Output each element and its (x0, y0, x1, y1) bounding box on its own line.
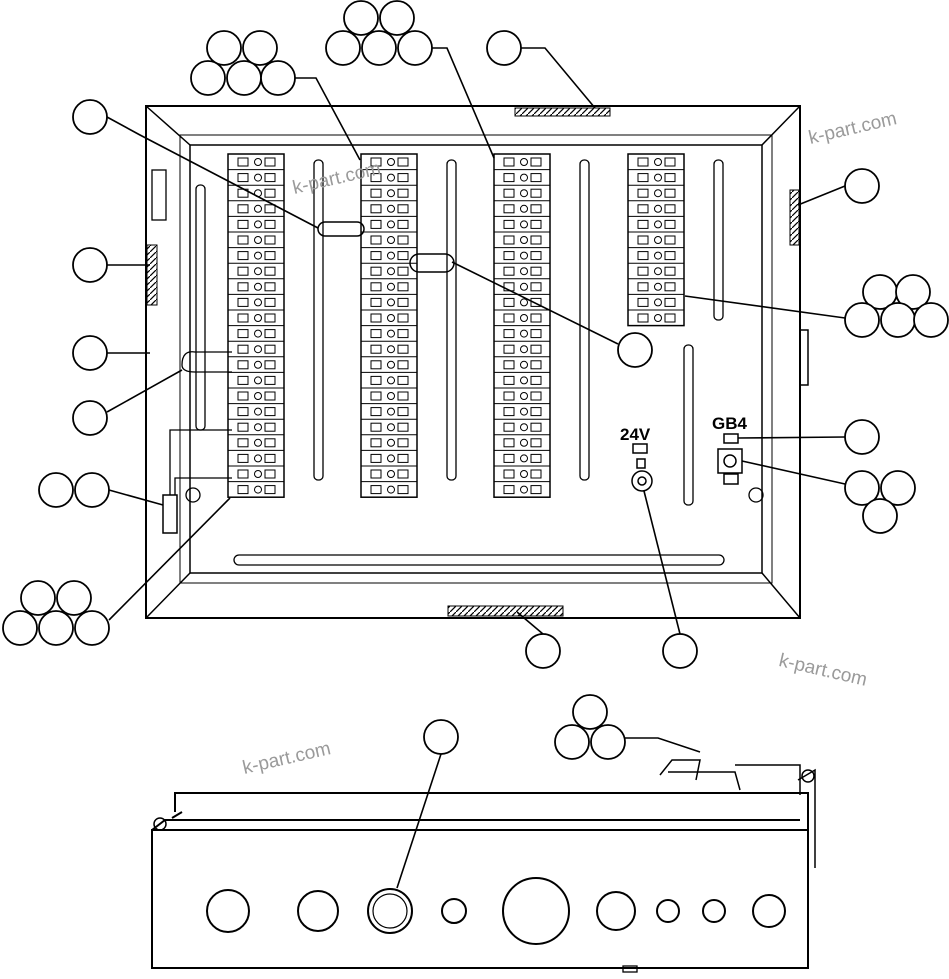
terminal-blocks (227, 153, 685, 498)
callout-group-16 (662, 633, 698, 669)
side-panel (151, 829, 809, 969)
label-24v: 24V (620, 425, 651, 444)
knockout-hole-7 (752, 894, 786, 928)
callout-group-3 (486, 30, 522, 66)
top-clip (514, 107, 611, 117)
callout-group-15 (525, 633, 561, 669)
right-clip (789, 189, 800, 246)
jumper-wires (317, 221, 455, 273)
terminal-strip-1 (227, 153, 285, 498)
callout-group-7 (844, 274, 949, 338)
knockout-hole-1 (206, 889, 250, 933)
terminal-strip-4 (627, 153, 685, 327)
callout-group-1 (325, 0, 433, 66)
callout-bubbles (2, 0, 949, 889)
callout-group-18 (554, 694, 626, 760)
knockout-hole-3 (441, 898, 467, 924)
enclosure-outer-frame (145, 105, 801, 619)
callout-group-6 (72, 247, 108, 283)
callout-group-8 (72, 335, 108, 371)
callout-group-13 (844, 470, 916, 534)
knockout-hole-6 (702, 899, 726, 923)
led-24v (632, 443, 648, 454)
power-jack (631, 470, 653, 492)
connector-plug (162, 494, 178, 534)
knockout-hole-large (502, 877, 570, 945)
knockout-hole-2 (297, 890, 339, 932)
callout-group-17 (423, 719, 459, 755)
callout-group-2 (190, 30, 296, 96)
callout-group-9 (617, 332, 653, 368)
enclosure-inner-frame (189, 144, 763, 574)
leader-lines (106, 47, 846, 889)
grommet-hole (367, 888, 413, 934)
callout-group-11 (844, 419, 880, 455)
enclosure-top-view (145, 105, 809, 619)
knockout-hole-5 (656, 899, 680, 923)
terminal-strip-2 (360, 153, 418, 498)
terminal-strip-3 (493, 153, 551, 498)
gb4-button (717, 448, 743, 474)
bottom-clip (447, 605, 564, 617)
callout-group-5 (844, 168, 880, 204)
gb4-led (723, 433, 739, 444)
enclosure-side-view (151, 759, 816, 973)
callout-group-14 (2, 580, 110, 646)
left-clip (146, 244, 158, 306)
callout-group-4 (72, 99, 108, 135)
label-gb4: GB4 (712, 414, 747, 433)
callout-group-12 (38, 472, 110, 508)
knockout-hole-4 (596, 891, 636, 931)
callout-group-10 (72, 400, 108, 436)
